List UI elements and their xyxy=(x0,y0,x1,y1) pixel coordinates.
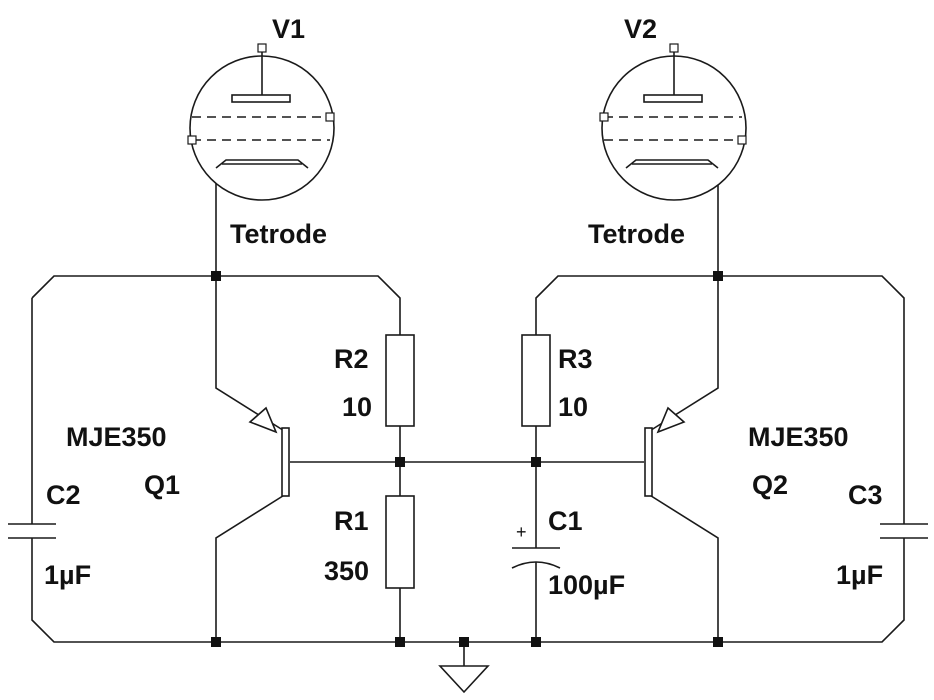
tetrode-tube-icon xyxy=(599,43,747,201)
c1-value-label: 100µF xyxy=(548,570,625,600)
tetrode-v1 xyxy=(187,43,335,201)
wire-q1-collector xyxy=(215,493,287,642)
r1-value-label: 350 xyxy=(324,556,369,586)
resistor-r3 xyxy=(521,334,551,427)
junction-node xyxy=(395,457,405,467)
q1-value-label: MJE350 xyxy=(66,422,167,452)
tetrode-tube-icon xyxy=(187,43,335,201)
c2-value-label: 1µF xyxy=(44,560,91,590)
junction-node xyxy=(531,637,541,647)
resistor-r2 xyxy=(385,334,415,427)
capacitor-c1: + xyxy=(511,522,561,569)
c1-ref-label: C1 xyxy=(548,506,583,536)
transistor-q1 xyxy=(248,406,290,497)
capacitor-c2 xyxy=(8,523,56,539)
capacitor-c3 xyxy=(880,523,928,539)
junction-node xyxy=(211,637,221,647)
wire-q2-emitter xyxy=(647,276,719,433)
component-labels: V1 Tetrode V2 Tetrode MJE350 Q1 MJE350 Q… xyxy=(44,14,883,600)
junction-node xyxy=(211,271,221,281)
r1-ref-label: R1 xyxy=(334,506,369,536)
junction-node xyxy=(713,637,723,647)
ground-icon xyxy=(438,665,490,694)
wire-q1-emitter xyxy=(215,276,287,433)
v2-value-label: Tetrode xyxy=(588,219,685,249)
wires xyxy=(31,168,905,666)
pnp-transistor-icon xyxy=(644,406,686,497)
r2-value-label: 10 xyxy=(342,392,372,422)
resistor-icon xyxy=(521,334,551,427)
wire-top-left-rail xyxy=(31,275,401,335)
c3-ref-label: C3 xyxy=(848,480,883,510)
tetrode-v2 xyxy=(599,43,747,201)
capacitor-icon xyxy=(880,523,928,539)
r3-value-label: 10 xyxy=(558,392,588,422)
wire-q2-collector xyxy=(647,493,719,642)
q2-ref-label: Q2 xyxy=(752,470,788,500)
junction-node xyxy=(531,457,541,467)
junction-node xyxy=(459,637,469,647)
v2-ref-label: V2 xyxy=(624,14,657,44)
junction-nodes xyxy=(211,271,723,647)
q2-value-label: MJE350 xyxy=(748,422,849,452)
junction-node xyxy=(395,637,405,647)
v1-value-label: Tetrode xyxy=(230,219,327,249)
v1-ref-label: V1 xyxy=(272,14,305,44)
r2-ref-label: R2 xyxy=(334,344,369,374)
pnp-transistor-icon xyxy=(248,406,290,497)
wire-left-outer-bottom xyxy=(31,538,216,643)
resistor-icon xyxy=(385,334,415,427)
c2-ref-label: C2 xyxy=(46,480,81,510)
c1-polarity-mark: + xyxy=(516,522,527,542)
resistor-r1 xyxy=(385,495,415,589)
transistor-q2 xyxy=(644,406,686,497)
wire-right-outer-bottom xyxy=(718,538,905,643)
c3-value-label: 1µF xyxy=(836,560,883,590)
junction-node xyxy=(713,271,723,281)
capacitor-icon xyxy=(8,523,56,539)
ground-symbol xyxy=(438,665,490,694)
q1-ref-label: Q1 xyxy=(144,470,180,500)
resistor-icon xyxy=(385,495,415,589)
polarized-capacitor-icon xyxy=(511,547,561,569)
r3-ref-label: R3 xyxy=(558,344,593,374)
